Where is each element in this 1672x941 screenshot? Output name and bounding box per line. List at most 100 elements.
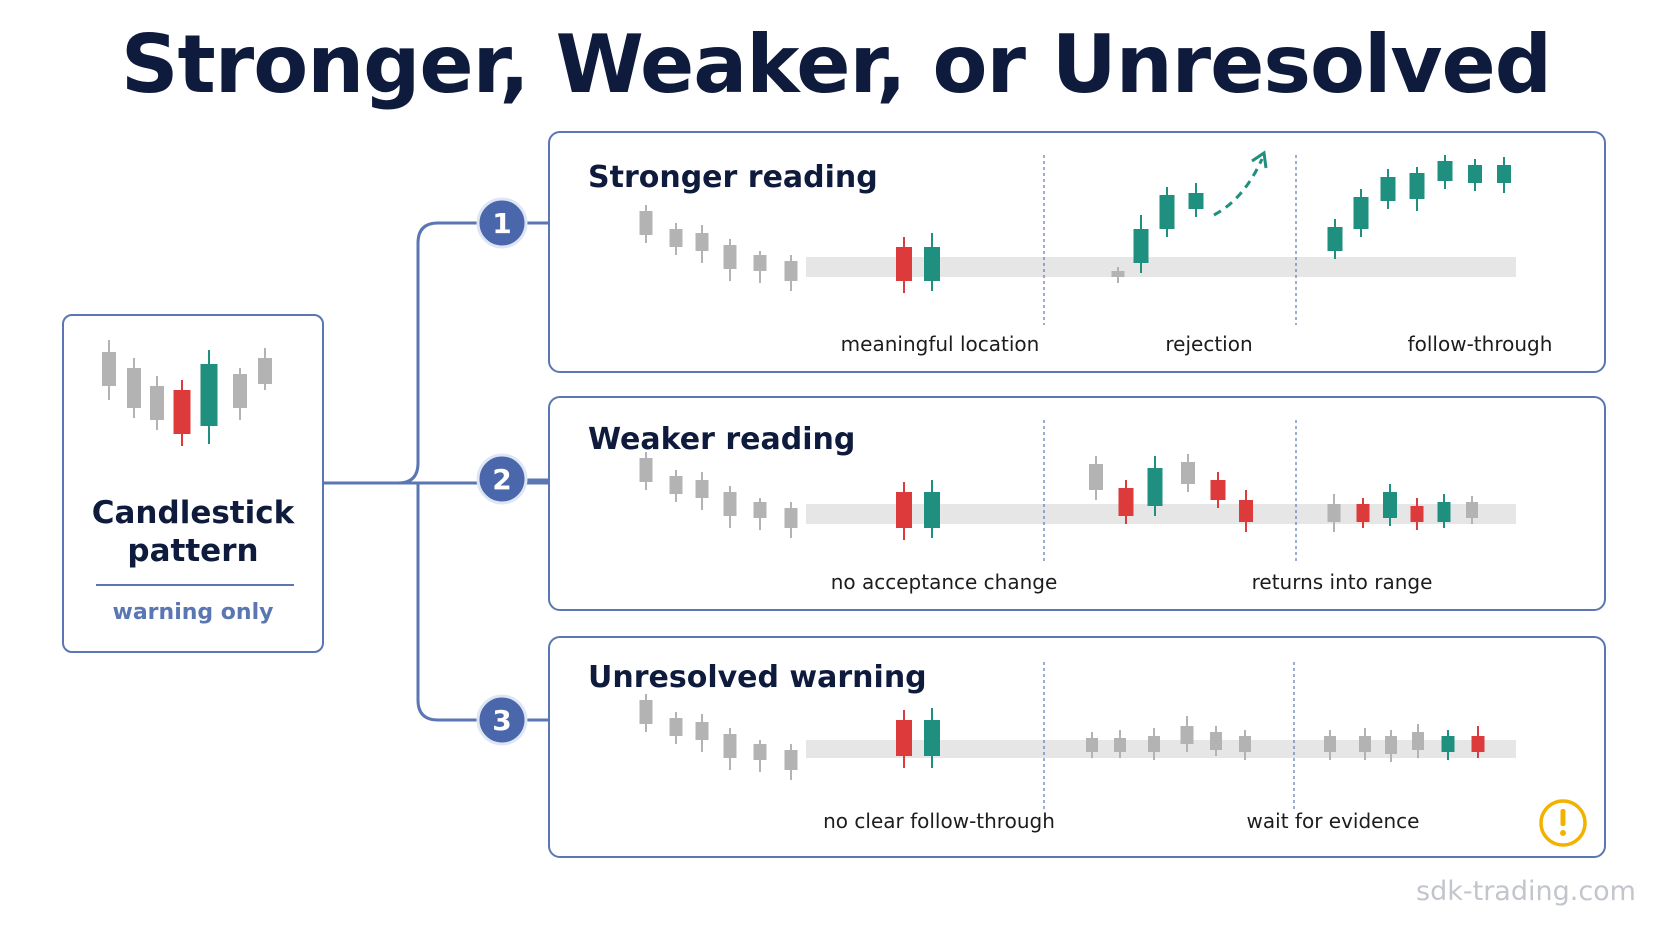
page-title: Stronger, Weaker, or Unresolved — [120, 18, 1552, 111]
step-number: 3 — [492, 704, 511, 737]
bearish-candle — [896, 237, 912, 293]
label-wait-for-evidence: wait for evidence — [1246, 809, 1420, 833]
weaker-reading-chart — [639, 420, 1516, 562]
label-no-acceptance-change: no acceptance change — [830, 570, 1058, 594]
bullish-candle — [1188, 183, 1204, 217]
bearish-candle — [1210, 472, 1226, 508]
bearish-candle — [1239, 490, 1253, 532]
connector-trunk — [324, 221, 560, 485]
neutral-candle — [1239, 730, 1251, 760]
step-badge-3: 3 — [476, 694, 528, 746]
bearish-candle — [1471, 726, 1485, 758]
source-pattern-note: warning only — [112, 600, 274, 625]
neutral-candle — [1114, 730, 1126, 758]
bullish-candle — [1327, 219, 1343, 259]
neutral-candle — [1412, 724, 1424, 758]
neutral-candle — [1327, 494, 1341, 532]
neutral-candle — [669, 712, 683, 744]
weaker-reading-card: Weaker reading no acceptance change retu… — [548, 396, 1606, 611]
bullish-candle — [1159, 187, 1175, 237]
neutral-candle — [723, 486, 737, 528]
step-badge-1: 1 — [476, 197, 528, 249]
source-pattern-card: Candlestick pattern warning only — [62, 314, 324, 653]
row-title: Weaker reading — [588, 422, 856, 457]
neutral-candle — [784, 502, 798, 538]
unresolved-warning-card: Unresolved warning no clear follow-throu… — [548, 636, 1606, 858]
neutral-candle — [669, 470, 683, 502]
neutral-candle — [695, 714, 709, 752]
bullish-candle — [1380, 169, 1396, 209]
divider — [96, 584, 294, 586]
bearish-candle — [1410, 498, 1424, 530]
neutral-candle — [695, 225, 709, 263]
bullish-candle — [1437, 155, 1453, 189]
neutral-candle — [1148, 728, 1160, 760]
neutral-candle — [102, 340, 116, 400]
neutral-candle — [695, 472, 709, 510]
neutral-candle — [669, 223, 683, 255]
price-band — [806, 504, 1516, 524]
bullish-candle — [924, 233, 940, 291]
neutral-candle — [784, 744, 798, 780]
neutral-candle — [1359, 728, 1371, 760]
neutral-candle — [1324, 730, 1336, 760]
neutral-candle — [1089, 456, 1103, 500]
neutral-candle — [753, 740, 767, 772]
bullish-candle — [924, 480, 940, 538]
bullish-candle — [1497, 157, 1511, 193]
price-band — [806, 740, 1516, 758]
row-title: Unresolved warning — [588, 660, 927, 695]
neutral-candle — [1466, 496, 1478, 524]
neutral-candle — [233, 368, 247, 420]
bearish-candle — [896, 710, 912, 768]
bearish-candle — [1118, 480, 1134, 524]
bullish-candle — [1147, 456, 1163, 516]
upward-trend-arrow — [1213, 150, 1268, 217]
bullish-candle — [1133, 215, 1149, 273]
bearish-candle — [173, 380, 191, 446]
price-band — [806, 257, 1516, 277]
step-badge-2: 2 — [476, 453, 528, 505]
label-no-clear-follow-through: no clear follow-through — [823, 809, 1055, 833]
neutral-candle — [1086, 732, 1098, 758]
neutral-candle — [723, 728, 737, 770]
bullish-candle — [200, 350, 218, 444]
unresolved-warning-chart — [639, 662, 1516, 810]
label-rejection: rejection — [1165, 332, 1253, 356]
label-returns-into-range: returns into range — [1251, 570, 1433, 594]
bearish-candle — [1356, 498, 1370, 528]
watermark: sdk-trading.com — [1416, 876, 1636, 907]
neutral-candle — [150, 376, 164, 430]
neutral-candle — [1180, 716, 1194, 752]
row-title: Stronger reading — [588, 160, 878, 195]
neutral-candle — [639, 205, 653, 243]
neutral-candle — [1181, 454, 1195, 492]
stronger-reading-chart — [639, 150, 1516, 325]
neutral-candle — [127, 358, 141, 418]
neutral-candle — [723, 239, 737, 281]
bearish-candle — [896, 482, 912, 540]
neutral-candle — [1210, 726, 1222, 756]
pattern-candles — [102, 340, 272, 446]
label-meaningful-location: meaningful location — [840, 332, 1040, 356]
neutral-candle — [1385, 730, 1397, 762]
step-number: 2 — [492, 463, 511, 496]
step-number: 1 — [492, 207, 511, 240]
bullish-candle — [1441, 730, 1455, 760]
neutral-candle — [753, 498, 767, 530]
bullish-candle — [1468, 159, 1482, 191]
neutral-candle — [258, 348, 272, 390]
bullish-candle — [1409, 167, 1425, 211]
bullish-candle — [1437, 494, 1451, 528]
connector-branch-3 — [416, 483, 560, 722]
bullish-candle — [1353, 189, 1369, 237]
stronger-reading-card: Stronger reading meaningful location rej… — [548, 131, 1606, 373]
bullish-candle — [924, 708, 940, 768]
neutral-candle — [784, 255, 798, 291]
bullish-candle — [1383, 484, 1397, 526]
exclamation-circle-icon — [1539, 799, 1587, 847]
neutral-candle — [1111, 267, 1125, 283]
label-follow-through: follow-through — [1407, 332, 1553, 356]
neutral-candle — [753, 251, 767, 283]
